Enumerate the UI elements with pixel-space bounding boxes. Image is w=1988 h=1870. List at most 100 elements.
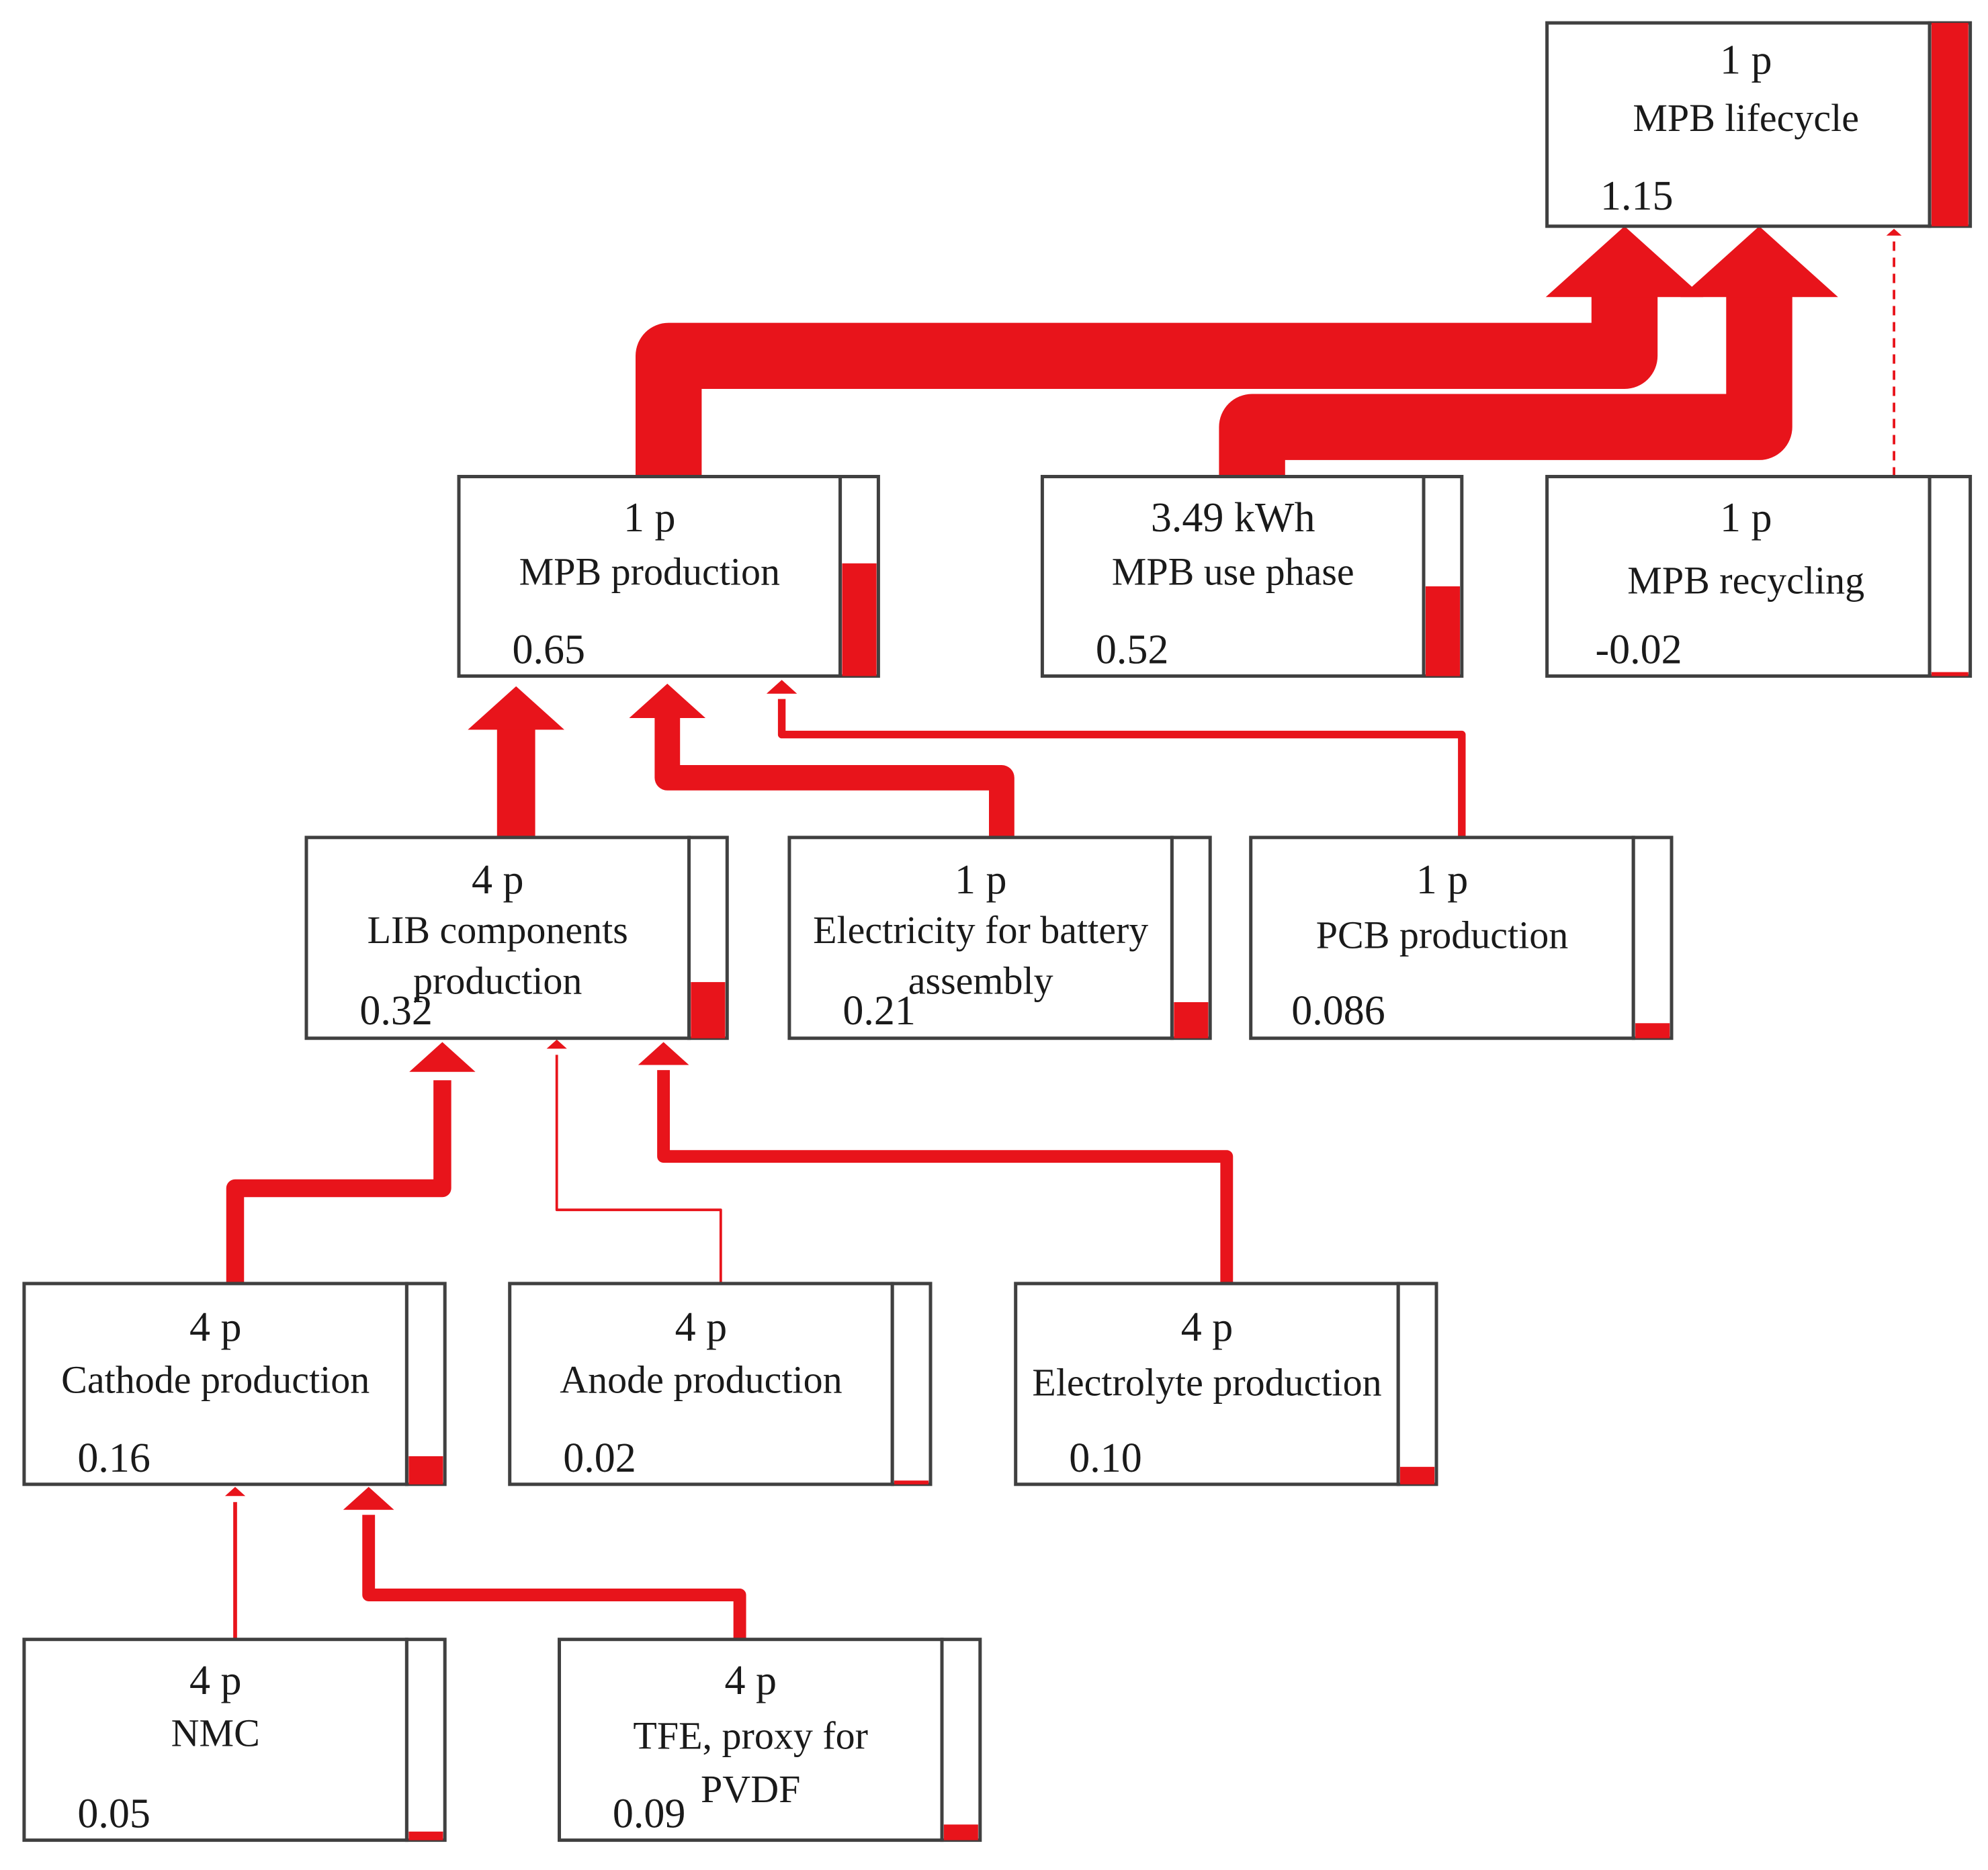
node-label: MPB lifecycle: [1633, 96, 1859, 140]
flow-line: [777, 699, 1466, 838]
nodes-layer: 1 p MPB lifecycle 1.15 1 p MPB production 0.6…: [22, 21, 1973, 1842]
node-production[interactable]: 1 p MPB production 0.65: [457, 475, 880, 678]
flow-production-to-lifecycle: [636, 226, 1704, 477]
node-label: Anode production: [560, 1358, 842, 1402]
contribution-bar-frame: [890, 1282, 933, 1486]
node-label: MPB production: [519, 549, 780, 593]
node-box: [1040, 475, 1426, 678]
node-value: 0.086: [1291, 988, 1385, 1034]
node-label: PCB production: [1316, 913, 1568, 956]
node-label: MPB recycling: [1627, 559, 1864, 603]
contribution-bar-fill: [1635, 1023, 1670, 1038]
arrowhead-icon: [629, 683, 706, 718]
flow-line: [1219, 260, 1792, 477]
node-quantity: 4 p: [724, 1658, 777, 1703]
contribution-bar-fill: [842, 563, 877, 676]
contribution-bar-fill: [1174, 1002, 1209, 1038]
node-label: Electricity for battery: [813, 908, 1148, 952]
node-quantity: 4 p: [189, 1658, 242, 1703]
flow-line: [636, 260, 1658, 477]
contribution-bar-fill: [691, 982, 726, 1038]
node-value: 0.52: [1096, 627, 1169, 673]
node-value: 0.16: [77, 1435, 150, 1481]
arrowhead-icon: [409, 1042, 476, 1072]
contribution-bar-frame: [1396, 1282, 1438, 1486]
contribution-bar-fill: [408, 1456, 443, 1484]
node-value: -0.02: [1596, 627, 1682, 673]
arrowhead-icon: [1680, 226, 1838, 298]
node-label: production: [413, 959, 582, 1003]
node-box: [22, 1282, 408, 1486]
flow-line: [226, 1080, 451, 1284]
node-label: PVDF: [701, 1767, 800, 1811]
contribution-bar-frame: [1928, 475, 1973, 678]
node-box: [1014, 1282, 1400, 1486]
node-box: [304, 836, 691, 1040]
arrowhead-icon: [638, 1042, 689, 1065]
flow-line: [657, 1070, 1234, 1284]
node-quantity: 4 p: [1181, 1304, 1234, 1350]
contribution-bar-fill: [894, 1480, 929, 1484]
contribution-bar-fill: [1931, 23, 1969, 226]
node-pcb[interactable]: 1 p PCB production 0.086: [1249, 836, 1674, 1040]
node-quantity: 1 p: [1416, 857, 1469, 903]
node-value: 0.21: [842, 988, 916, 1034]
node-box: [457, 475, 842, 678]
flow-pcb-to-production: [766, 680, 1466, 838]
arrowhead-icon: [546, 1039, 567, 1049]
node-quantity: 1 p: [1720, 38, 1772, 83]
node-quantity: 4 p: [675, 1304, 728, 1350]
node-value: 0.09: [613, 1791, 686, 1837]
node-quantity: 4 p: [472, 857, 524, 903]
node-value: 1.15: [1600, 173, 1674, 219]
arrowhead-icon: [343, 1486, 394, 1510]
node-value: 0.05: [77, 1791, 150, 1837]
node-lifecycle[interactable]: 1 p MPB lifecycle 1.15: [1545, 21, 1973, 228]
node-label: Electrolyte production: [1032, 1360, 1381, 1404]
arrowhead-icon: [224, 1486, 246, 1497]
flow-electricity_assembly-to-production: [629, 683, 1014, 838]
node-value: 0.65: [513, 627, 586, 673]
node-quantity: 1 p: [955, 857, 1007, 903]
node-box: [22, 1638, 408, 1842]
contribution-bar-frame: [1631, 836, 1674, 1040]
node-box: [1545, 21, 1932, 228]
arrowhead-icon: [766, 680, 797, 694]
node-label: TFE, proxy for: [633, 1713, 868, 1757]
node-box: [1249, 836, 1635, 1040]
node-recycling[interactable]: 1 p MPB recycling -0.02: [1545, 475, 1973, 678]
node-value: 0.32: [359, 988, 433, 1034]
arrowhead-icon: [468, 686, 564, 730]
flow-electrolyte-to-lib_components: [638, 1042, 1234, 1284]
arrowhead-icon: [1886, 228, 1902, 236]
node-box: [558, 1638, 944, 1842]
flow-use_phase-to-lifecycle: [1219, 226, 1838, 477]
node-label: LIB components: [368, 908, 628, 952]
node-cathode[interactable]: 4 p Cathode production 0.16: [22, 1282, 447, 1486]
node-electrolyte[interactable]: 4 p Electrolyte production 0.10: [1014, 1282, 1438, 1486]
node-label: Cathode production: [61, 1358, 370, 1402]
flow-lib_components-to-production: [468, 686, 564, 838]
flows-layer: [224, 226, 1902, 1640]
node-quantity: 3.49 kWh: [1151, 495, 1315, 541]
node-anode[interactable]: 4 p Anode production 0.02: [508, 1282, 933, 1486]
node-value: 0.02: [563, 1435, 636, 1481]
flow-line: [555, 1055, 722, 1284]
node-quantity: 4 p: [189, 1304, 242, 1350]
node-quantity: 1 p: [1720, 495, 1772, 541]
flow-line: [362, 1515, 746, 1640]
node-box: [508, 1282, 894, 1486]
flow-tfe-to-cathode: [343, 1486, 746, 1640]
node-value: 0.10: [1069, 1435, 1142, 1481]
contribution-bar-fill: [943, 1824, 978, 1840]
contribution-bar-frame: [404, 1282, 447, 1486]
flow-cathode-to-lib_components: [226, 1042, 476, 1284]
node-quantity: 1 p: [623, 495, 676, 541]
node-label: MPB use phase: [1112, 549, 1354, 593]
